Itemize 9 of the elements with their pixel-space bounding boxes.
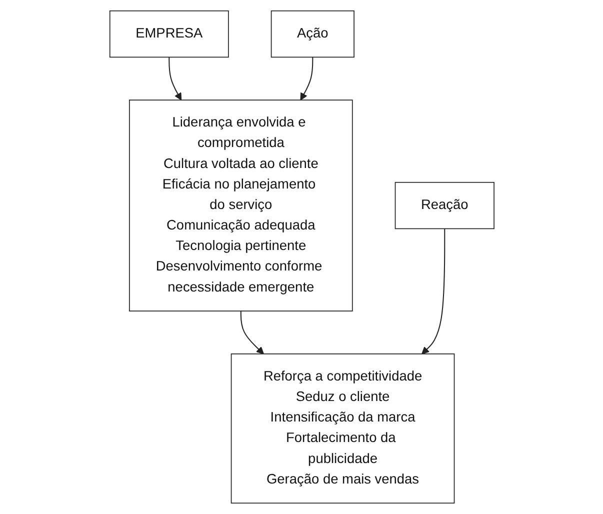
node-box: Liderança envolvida e comprometida Cultura voltada ao cliente Eficácia no planejamento do serviço Comunicação adequada Tecnologia pertinente Desenvolvimento conforme necessidade emergente [128, 100, 352, 312]
node-box: Reforça a competitividade Seduz o cliente Intensificação da marca Fortalecimento da publicidade Geração de mais vendas [230, 353, 454, 504]
arrow [300, 57, 313, 100]
node-box: Ação [270, 10, 354, 58]
node-box: Reação [394, 182, 494, 230]
arrow [421, 228, 445, 354]
node-box: EMPRESA [108, 10, 228, 58]
arrow [168, 57, 182, 100]
arrow [240, 311, 264, 354]
